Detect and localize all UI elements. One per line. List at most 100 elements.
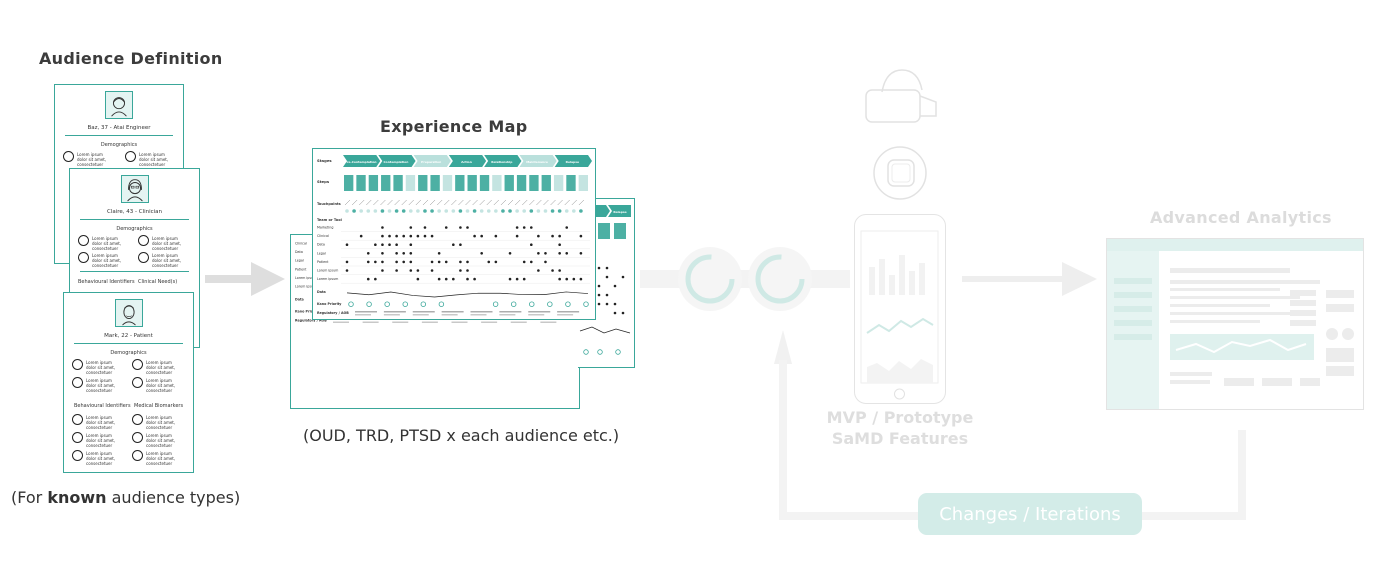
map-kano-circle	[615, 349, 621, 355]
map-step-card	[381, 175, 391, 191]
map-dot	[409, 252, 413, 255]
map-dot	[395, 243, 398, 246]
map-touchpoint-tick	[465, 199, 471, 206]
persona-attribute: Lorem ipsum dolor sit amet, consectetuer	[78, 235, 126, 251]
map-step-card	[393, 175, 403, 191]
map-dot	[480, 252, 483, 255]
map-row-label: Marketing	[317, 226, 333, 230]
map-note-line	[499, 314, 516, 316]
map-dot	[409, 269, 413, 272]
map-dot	[423, 234, 427, 238]
persona-attribute: Lorem ipsum dolor sit amet, consectetuer	[72, 414, 120, 430]
map-note-line	[470, 314, 487, 316]
map-row-label: Data	[295, 250, 303, 254]
map-touchpoint-tick	[529, 199, 535, 206]
map-dot	[466, 226, 469, 229]
map-step-card	[442, 175, 453, 191]
persona-section-clinical-needs: Clinical Need(s)	[138, 279, 178, 285]
experience-map-title: Experience Map	[380, 117, 528, 136]
map-touchpoint-dot	[408, 209, 413, 213]
map-touchpoint-dot	[394, 209, 399, 213]
map-touchpoint-tick	[422, 199, 429, 206]
map-step-card	[614, 223, 626, 239]
map-step-card	[405, 175, 416, 191]
map-dot	[487, 260, 491, 264]
map-stage-label: Relapse	[566, 160, 579, 164]
map-data-line	[579, 326, 631, 334]
map-note-line	[441, 314, 458, 316]
map-touchpoint-tick	[401, 199, 407, 206]
map-dot	[437, 260, 441, 264]
map-step-card	[504, 175, 514, 191]
map-dot	[515, 234, 519, 238]
persona-attribute: Lorem ipsum dolor sit amet, consectetuer	[132, 414, 180, 430]
persona-attribute: Lorem ipsum dolor sit amet, consectetuer	[125, 151, 173, 167]
map-dot	[444, 226, 448, 229]
map-dot	[452, 277, 455, 281]
map-dot	[565, 277, 569, 281]
map-dot	[621, 275, 625, 279]
map-dot	[374, 260, 377, 264]
map-dot	[430, 269, 434, 272]
map-touchpoint-dot	[508, 209, 512, 213]
map-dot	[522, 226, 526, 229]
map-row-label: Patient	[317, 260, 329, 264]
persona-attribute: Lorem ipsum dolor sit amet, consectetuer	[132, 377, 180, 393]
map-dot	[508, 277, 512, 281]
map-kano-circle	[420, 301, 427, 307]
map-row-label: Clinical	[295, 242, 307, 246]
map-dot	[558, 243, 561, 246]
map-stage-chevron	[413, 155, 451, 167]
map-dot	[381, 226, 384, 229]
persona-attribute: Lorem ipsum dolor sit amet, consectetuer	[72, 432, 120, 448]
persona-section-biomarkers: Medical Biomarkers	[134, 403, 184, 409]
map-note-line	[557, 314, 574, 316]
map-step-card	[598, 223, 610, 239]
map-note-line	[362, 321, 379, 323]
map-dot	[430, 234, 434, 238]
map-touchpoint-dot	[430, 209, 434, 213]
audience-definition-title: Audience Definition	[39, 49, 223, 68]
map-touchpoint-tick	[550, 199, 556, 206]
map-row-label: Lorem ipsum	[295, 285, 316, 289]
map-note-line	[499, 311, 522, 313]
audience-caption: (For known audience types)	[11, 488, 241, 507]
map-dot	[466, 260, 469, 264]
map-note-line	[392, 321, 409, 323]
experience-map-caption: (OUD, TRD, PTSD x each audience etc.)	[303, 426, 620, 445]
map-row-label: Lorem ipsum	[295, 276, 316, 280]
map-dot	[381, 260, 384, 264]
persona-attribute: Lorem ipsum dolor sit amet, consectetuer	[138, 235, 186, 251]
persona-attribute: Lorem ipsum dolor sit amet, consectetuer	[138, 252, 186, 268]
map-dot	[466, 269, 469, 272]
map-dot	[416, 234, 420, 238]
map-dot	[579, 252, 583, 255]
map-stage-chevron	[378, 155, 416, 167]
map-dot	[345, 269, 349, 272]
map-touchpoint-tick	[444, 199, 450, 206]
map-step-card	[529, 175, 539, 191]
flow-arrow-icon	[205, 262, 285, 296]
map-dot	[381, 243, 384, 246]
map-dot	[402, 252, 406, 255]
map-dot	[597, 266, 601, 270]
map-dot	[537, 252, 540, 255]
map-touchpoint-dot	[515, 209, 519, 213]
map-dot	[529, 226, 533, 229]
map-regulatory-label: Regulatory / AOB	[317, 311, 349, 315]
map-stage-chevron	[519, 155, 557, 167]
map-dot	[515, 226, 519, 229]
map-row-label: Patient	[295, 267, 307, 271]
map-step-card	[541, 175, 551, 191]
map-dot	[515, 277, 519, 281]
persona-attribute: Lorem ipsum dolor sit amet, consectetuer	[132, 359, 180, 375]
map-kano-label: Kano Priority	[317, 302, 342, 306]
map-dot	[494, 234, 498, 238]
map-touchpoint-dot	[536, 209, 541, 213]
map-data-line	[346, 291, 589, 298]
map-dot	[565, 226, 569, 229]
map-touchpoint-dot	[380, 209, 385, 213]
map-dot	[409, 260, 413, 264]
map-touchpoint-dot	[451, 209, 456, 213]
map-dot	[605, 293, 609, 297]
